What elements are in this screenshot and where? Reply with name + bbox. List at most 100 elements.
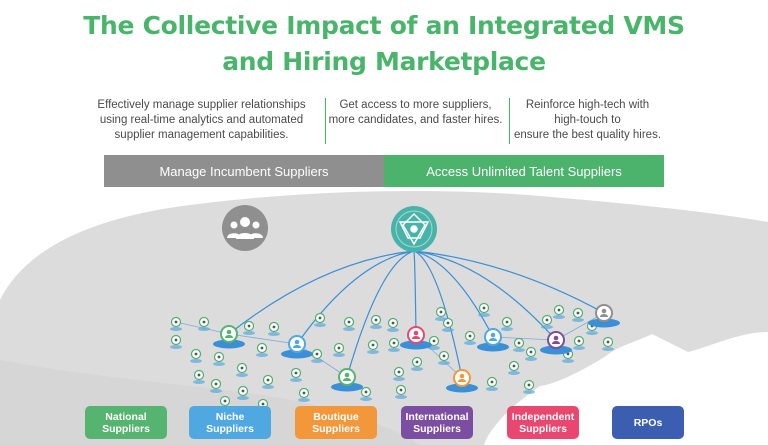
supplier-node-small bbox=[387, 317, 399, 332]
supplier-node-small bbox=[262, 374, 274, 389]
person-marker-icon[interactable] bbox=[281, 335, 313, 359]
supplier-node-small bbox=[572, 307, 584, 322]
supplier-node-small bbox=[290, 367, 302, 382]
supplier-node-small bbox=[190, 348, 202, 363]
person-marker-icon[interactable] bbox=[540, 331, 572, 355]
blurb-divider bbox=[325, 98, 326, 144]
blurb-line: high-touch to bbox=[554, 114, 621, 126]
supplier-node-small bbox=[343, 316, 355, 331]
supplier-node-small bbox=[541, 314, 553, 329]
supplier-node-small bbox=[428, 335, 440, 350]
supplier-node-small bbox=[370, 314, 382, 329]
person-marker-icon[interactable] bbox=[213, 325, 245, 349]
supplier-node-small bbox=[314, 312, 326, 327]
title-line-1: The Collective Impact of an Integrated V… bbox=[83, 11, 685, 40]
supplier-node-small bbox=[501, 316, 513, 331]
supplier-node-small bbox=[523, 379, 535, 394]
blurb-line: supplier management capabilities. bbox=[114, 129, 289, 141]
badge-label: Niche bbox=[215, 410, 245, 423]
network-link bbox=[492, 336, 557, 341]
supplier-node-small bbox=[602, 336, 614, 351]
group-people-icon bbox=[227, 217, 263, 239]
supplier-node-small bbox=[508, 360, 520, 375]
badge-label: National bbox=[105, 410, 147, 423]
person-marker-icon[interactable] bbox=[588, 304, 620, 328]
title-line-2: and Hiring Marketplace bbox=[222, 47, 546, 76]
person-marker-icon[interactable] bbox=[400, 326, 432, 350]
badge-label: Suppliers bbox=[206, 422, 254, 435]
supplier-node-small bbox=[193, 369, 205, 384]
left-hub[interactable] bbox=[222, 205, 268, 251]
supplier-node-small bbox=[553, 304, 565, 319]
band-manage-incumbent: Manage Incumbent Suppliers bbox=[104, 155, 384, 187]
supplier-node-small bbox=[525, 346, 537, 361]
badge-label: Suppliers bbox=[519, 422, 567, 435]
supplier-node-small bbox=[411, 356, 423, 371]
supplier-node-small bbox=[435, 306, 447, 321]
badge-label: RPOs bbox=[633, 416, 663, 429]
supplier-node-small bbox=[170, 334, 182, 349]
right-hub[interactable] bbox=[391, 206, 437, 252]
page-title: The Collective Impact of an Integrated V… bbox=[0, 8, 768, 80]
supplier-node-small bbox=[486, 376, 498, 391]
supplier-node-small bbox=[395, 384, 407, 399]
supplier-node-small bbox=[573, 335, 585, 350]
supplier-node-small bbox=[170, 316, 182, 331]
badge-label: Suppliers bbox=[413, 422, 461, 435]
blurb-reinforce: Reinforce high-tech with high-touch to e… bbox=[480, 98, 695, 143]
supplier-node-small bbox=[213, 351, 225, 366]
supplier-node-small bbox=[198, 316, 210, 331]
badge-rpos[interactable]: RPOs bbox=[612, 406, 684, 439]
supplier-node-small bbox=[210, 378, 222, 393]
supplier-node-small bbox=[333, 342, 345, 357]
supplier-node-small bbox=[367, 339, 379, 354]
supplier-node-small bbox=[442, 317, 454, 332]
blurb-line: using real-time analytics and automated bbox=[99, 114, 304, 126]
supplier-node-small bbox=[243, 320, 255, 335]
network-link bbox=[413, 250, 557, 341]
network-link bbox=[228, 250, 415, 335]
network-link bbox=[346, 250, 415, 378]
network-link bbox=[413, 250, 463, 379]
supplier-node-small bbox=[268, 321, 280, 336]
badge-label: International bbox=[405, 410, 469, 423]
person-marker-icon[interactable] bbox=[446, 369, 478, 393]
supplier-node-small bbox=[256, 342, 268, 357]
badge-label: Boutique bbox=[313, 410, 359, 423]
blurb-divider bbox=[509, 98, 510, 144]
blurb-access: Get access to more suppliers, more candi… bbox=[308, 98, 523, 128]
network-link bbox=[555, 312, 605, 341]
blurb-line: Effectively manage supplier relationship… bbox=[97, 99, 306, 111]
supplier-node-small bbox=[388, 337, 400, 352]
blurb-line: ensure the best quality hires. bbox=[513, 129, 662, 141]
network-link bbox=[413, 250, 494, 338]
network-link bbox=[296, 250, 415, 345]
supplier-node-small bbox=[438, 350, 450, 365]
supplier-node-small bbox=[298, 387, 310, 402]
badge-label: Suppliers bbox=[312, 422, 360, 435]
person-marker-icon[interactable] bbox=[477, 328, 509, 352]
network-link bbox=[413, 250, 605, 314]
blurb-line: Reinforce high-tech with bbox=[525, 99, 650, 111]
supplier-node-small bbox=[360, 386, 372, 401]
person-marker-icon[interactable] bbox=[331, 368, 363, 392]
badge-label: Suppliers bbox=[102, 422, 150, 435]
blurb-manage: Effectively manage supplier relationship… bbox=[94, 98, 309, 143]
map-landmass bbox=[0, 190, 768, 445]
supplier-node-small bbox=[478, 302, 490, 317]
supplier-node-small bbox=[311, 348, 323, 363]
network-link bbox=[228, 333, 298, 345]
supplier-node-small bbox=[237, 385, 249, 400]
network-hub-icon bbox=[398, 212, 430, 246]
blurb-line: more candidates, and faster hires. bbox=[328, 114, 503, 126]
supplier-node-small bbox=[464, 330, 476, 345]
badge-label: Independent bbox=[511, 410, 575, 423]
supplier-node-small bbox=[513, 337, 525, 352]
blurb-line: Get access to more suppliers, bbox=[339, 99, 492, 111]
